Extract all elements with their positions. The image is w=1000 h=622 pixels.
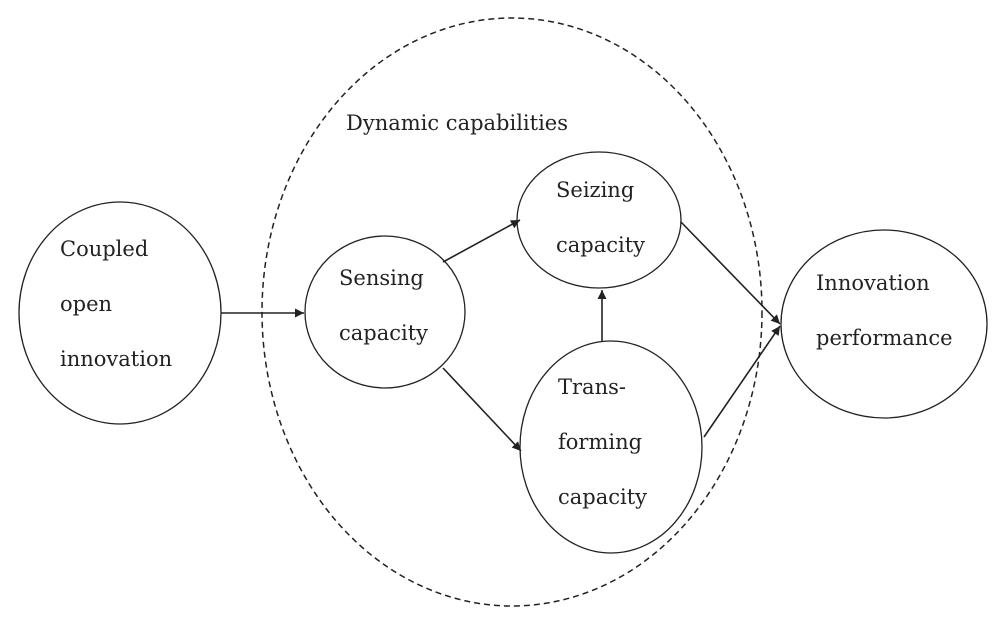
innovation-performance-label: Innovation performance [816, 256, 953, 366]
label-line: innovation [60, 347, 173, 371]
label-line: capacity [558, 485, 648, 509]
coupled-open-innovation-label: Coupled open innovation [60, 222, 172, 387]
node-sensing-capacity [304, 235, 466, 389]
dynamic-capabilities-label: Dynamic capabilities [346, 111, 569, 135]
edge-sensing-to-transforming [442, 367, 522, 452]
label-line: forming [558, 430, 643, 454]
edge-sensing-to-seizing [442, 219, 521, 263]
label-line: Trans- [558, 375, 626, 399]
label-line: performance [816, 326, 953, 350]
label-line: Innovation [816, 271, 930, 295]
transforming-capacity-label: Trans- forming capacity [558, 360, 647, 525]
node-innovation-performance [780, 229, 988, 419]
seizing-capacity-label: Seizing capacity [556, 163, 645, 273]
label-line: Sensing [339, 266, 424, 290]
dynamic-capabilities-boundary [261, 17, 763, 607]
edge-transforming-to-performance [703, 325, 781, 438]
label-line: Coupled [60, 237, 149, 261]
label-line: capacity [339, 321, 429, 345]
label-line: Seizing [556, 178, 635, 202]
sensing-capacity-label: Sensing capacity [339, 251, 428, 361]
edge-seizing-to-performance [680, 221, 781, 325]
label-line: capacity [556, 233, 646, 257]
label-line: open [60, 292, 113, 316]
